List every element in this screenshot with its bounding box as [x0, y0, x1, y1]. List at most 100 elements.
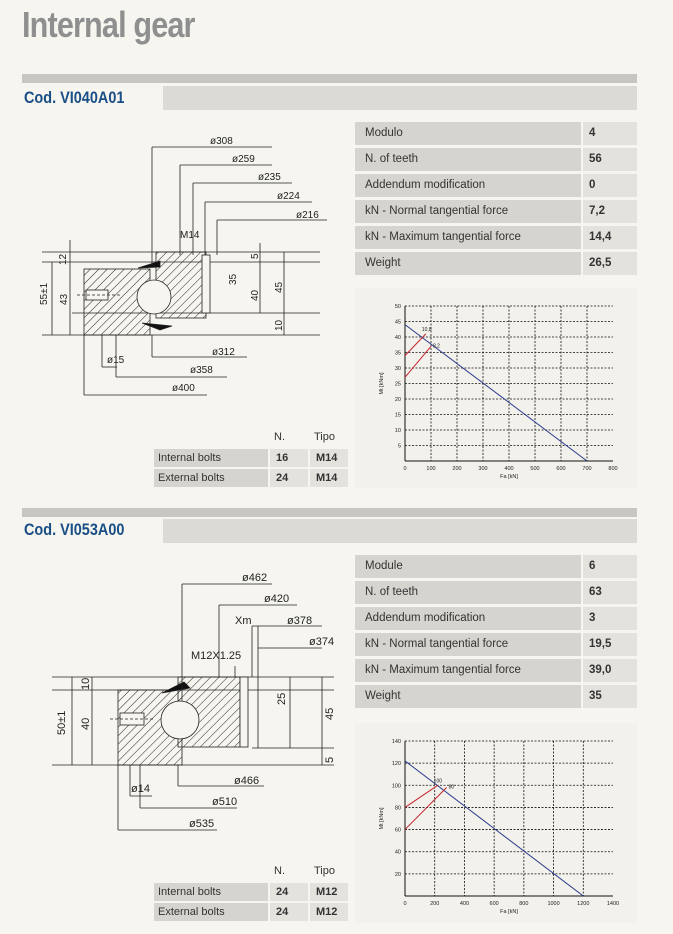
dim-h35: 35	[228, 273, 239, 285]
bolt-type: M14	[310, 449, 348, 467]
x-tick-label: 1000	[547, 901, 559, 907]
y-tick-label: 5	[398, 444, 401, 450]
bolt-type: M12	[310, 903, 348, 921]
series-line-2	[404, 345, 432, 378]
col-tipo-header: Tipo	[310, 428, 348, 446]
y-tick-label: 30	[395, 366, 401, 372]
x-tick-label: 500	[530, 466, 539, 472]
dim-thread: M14	[180, 230, 200, 241]
param-label: kN - Normal tangential force	[355, 200, 581, 223]
param-label: Addendum modification	[355, 174, 581, 197]
dim-h55: 55±1	[39, 282, 50, 305]
param-value: 3	[583, 607, 637, 630]
code-bar	[163, 519, 637, 543]
annotation-label: 80	[449, 785, 455, 791]
dim-hole: ø15	[107, 355, 125, 366]
dim-d224: ø224	[277, 191, 300, 202]
param-value: 26,5	[583, 252, 637, 275]
x-tick-label: 800	[608, 466, 617, 472]
x-tick-label: 200	[430, 901, 439, 907]
x-tick-label: 1200	[577, 901, 589, 907]
x-tick-label: 0	[403, 466, 406, 472]
y-tick-label: 20	[395, 872, 401, 878]
bolt-label: Internal bolts	[154, 883, 268, 901]
y-tick-label: 25	[395, 382, 401, 388]
dim-h5: 5	[250, 253, 261, 259]
x-tick-label: 700	[582, 466, 591, 472]
dim-h12: 12	[58, 253, 69, 265]
param-value: 56	[583, 148, 637, 171]
x-tick-label: 600	[556, 466, 565, 472]
dim-h10: 10	[80, 678, 92, 690]
dim-d358: ø358	[190, 365, 213, 376]
bolt-label: External bolts	[154, 903, 268, 921]
param-value: 35	[583, 685, 637, 708]
col-n-header: N.	[270, 428, 310, 446]
annotation-label: 10,8	[422, 327, 432, 333]
section-divider	[22, 508, 637, 517]
dim-h5: 5	[324, 757, 336, 763]
param-value: 7,2	[583, 200, 637, 223]
param-label: Weight	[355, 252, 581, 275]
bolt-count: 24	[270, 883, 308, 901]
dim-d400: ø400	[172, 383, 195, 394]
param-value: 39,0	[583, 659, 637, 682]
y-tick-label: 10	[395, 428, 401, 434]
dim-d510: ø510	[212, 796, 237, 808]
technical-drawing: ø462 ø420 Xm ø378 ø374 M12X1.25 ø466 ø14…	[52, 572, 336, 831]
dim-d312: ø312	[212, 347, 235, 358]
param-value: 4	[583, 122, 637, 145]
dim-d235: ø235	[258, 172, 281, 183]
dim-thread: M12X1.25	[191, 650, 241, 662]
series-line-1	[404, 333, 427, 356]
dim-xm: Xm	[235, 615, 252, 627]
bolt-label: Internal bolts	[154, 449, 268, 467]
annotation-label: 100	[434, 778, 443, 784]
page-title: Internal gear	[22, 4, 195, 45]
param-label: N. of teeth	[355, 148, 581, 171]
x-axis-label: Fa [kN]	[500, 909, 518, 915]
y-tick-label: 80	[395, 805, 401, 811]
param-label: kN - Maximum tangential force	[355, 659, 581, 682]
product-code: Cod. VI053A00	[24, 520, 125, 539]
y-tick-label: 40	[395, 850, 401, 856]
dim-h45: 45	[324, 708, 336, 720]
dim-h50: 50±1	[56, 711, 68, 735]
section-divider	[22, 74, 637, 83]
param-label: kN - Normal tangential force	[355, 633, 581, 656]
dim-h45: 45	[274, 281, 285, 293]
series-line-0	[404, 760, 584, 897]
series-line-0	[404, 324, 588, 462]
dim-h25: 25	[276, 693, 288, 705]
y-tick-label: 60	[395, 828, 401, 834]
product-code: Cod. VI040A01	[24, 88, 125, 107]
param-label: kN - Maximum tangential force	[355, 226, 581, 249]
bolt-type: M12	[310, 883, 348, 901]
y-axis-label: Mt [kNm]	[379, 807, 385, 829]
param-label: Modulo	[355, 122, 581, 145]
dim-d259: ø259	[232, 154, 255, 165]
bolts-table: N. Tipo Internal bolts 16 M14 External b…	[154, 428, 348, 490]
y-tick-label: 20	[395, 397, 401, 403]
bolt-count: 16	[270, 449, 308, 467]
annotation-label: 8,2	[433, 343, 440, 349]
y-tick-label: 140	[392, 739, 401, 745]
y-tick-label: 40	[395, 335, 401, 341]
x-tick-label: 400	[504, 466, 513, 472]
dim-h40: 40	[80, 718, 92, 730]
y-tick-label: 45	[395, 320, 401, 326]
x-tick-label: 600	[490, 901, 499, 907]
